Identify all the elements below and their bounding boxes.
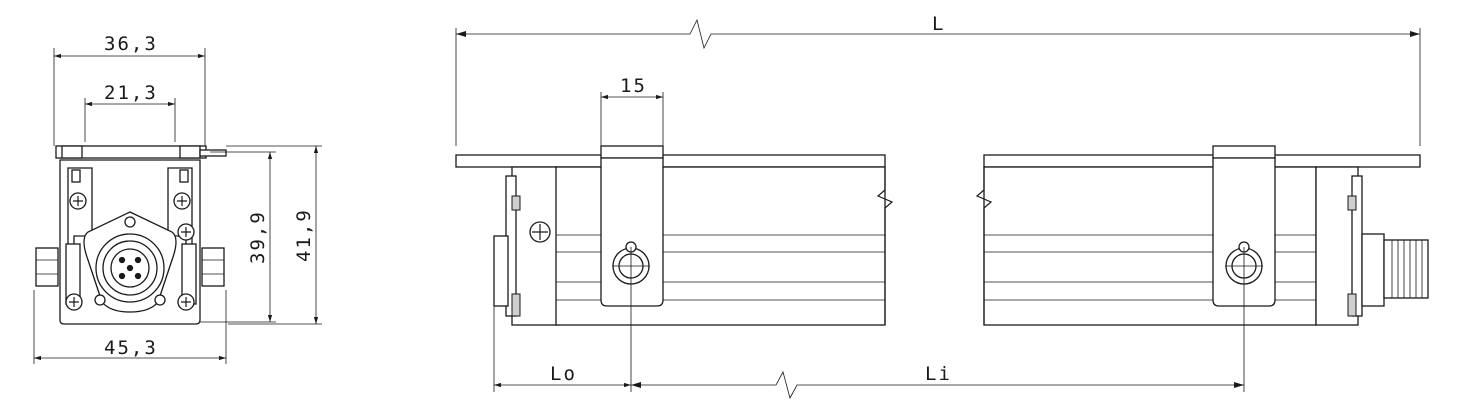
side-plate-left [455,154,886,168]
dim-bracket-width: 15 [620,75,647,97]
side-view [455,145,1429,392]
side-dimensions: L 15 Lo Li [455,13,1421,400]
front-dimensions: 36,3 21,3 39,9 41,9 45,3 [33,33,322,364]
mounting-bracket-right [1212,145,1276,307]
front-view [35,145,227,325]
threaded-connector [1383,239,1429,299]
dim-offset: Lo [550,363,577,385]
mounting-bracket-left [600,145,664,307]
side-plate-right [983,154,1421,168]
dim-mount-spacing: Li [925,363,952,385]
right-nut [201,247,225,287]
dim-height-inner: 39,9 [247,210,269,264]
left-nut [35,247,59,287]
dim-height-total: 41,9 [293,208,315,262]
dim-overall-length: L [932,13,945,35]
screw-icons [65,192,195,311]
dim-width-inner: 21,3 [104,82,158,104]
dim-width-top: 36,3 [104,33,158,55]
dim-width-bottom: 45,3 [104,337,158,359]
